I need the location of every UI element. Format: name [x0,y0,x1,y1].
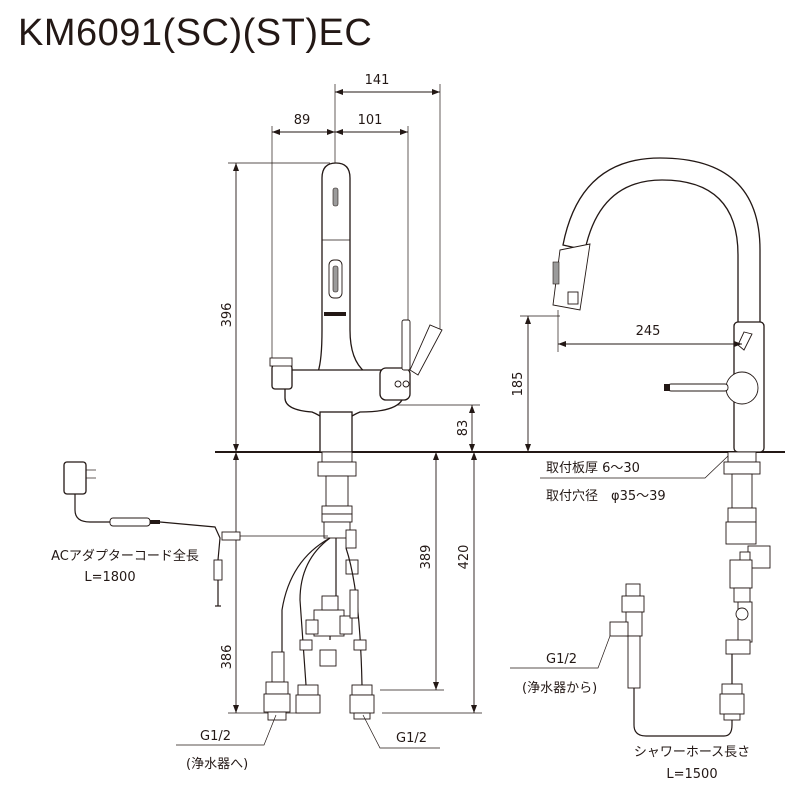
thickness-label: 取付板厚 6～30 [546,461,640,476]
from-purifier-label: (浄水器から) [522,681,597,696]
shower-hose-length: L=1500 [666,767,717,782]
dim-101: 101 [358,113,383,128]
dim-386-lines [228,452,300,714]
dim-141: 141 [365,73,390,88]
thickness-leader [540,455,729,479]
dim-89: 89 [294,113,311,128]
dim-396-lines [228,162,330,452]
g12-left-label: G1/2 [200,729,231,744]
dim-245: 245 [636,324,661,339]
dim-185: 185 [511,372,526,397]
faucet-front-view [269,162,443,453]
dim-185-lines [520,315,560,452]
dim-389-420-lines [380,452,482,714]
page-title: KM6091(SC)(ST)EC [18,12,373,54]
ac-cord-label: ACアダプターコード全長 [51,548,199,564]
shower-hose-fitting [609,583,733,737]
g12-leaders [176,714,440,749]
dim-389: 389 [419,545,434,570]
hole-label: 取付穴径 φ35～39 [546,489,666,504]
faucet-side-view [552,157,765,453]
under-counter-side [719,451,771,721]
ac-cord-length: L=1800 [84,570,135,585]
to-purifier-label: (浄水器へ) [186,757,248,772]
g12-mid-label: G1/2 [396,731,427,746]
ac-adapter [63,461,328,607]
dim-386: 386 [220,645,235,670]
dim-420: 420 [457,545,472,570]
under-counter-front [263,451,375,721]
g12-right-leader [510,635,611,669]
dim-396: 396 [220,303,235,328]
dim-245-lines [557,310,742,352]
shower-hose-label: シャワーホース長さ [634,745,750,760]
g12-right-label: G1/2 [546,652,577,667]
dim-83: 83 [456,420,471,437]
